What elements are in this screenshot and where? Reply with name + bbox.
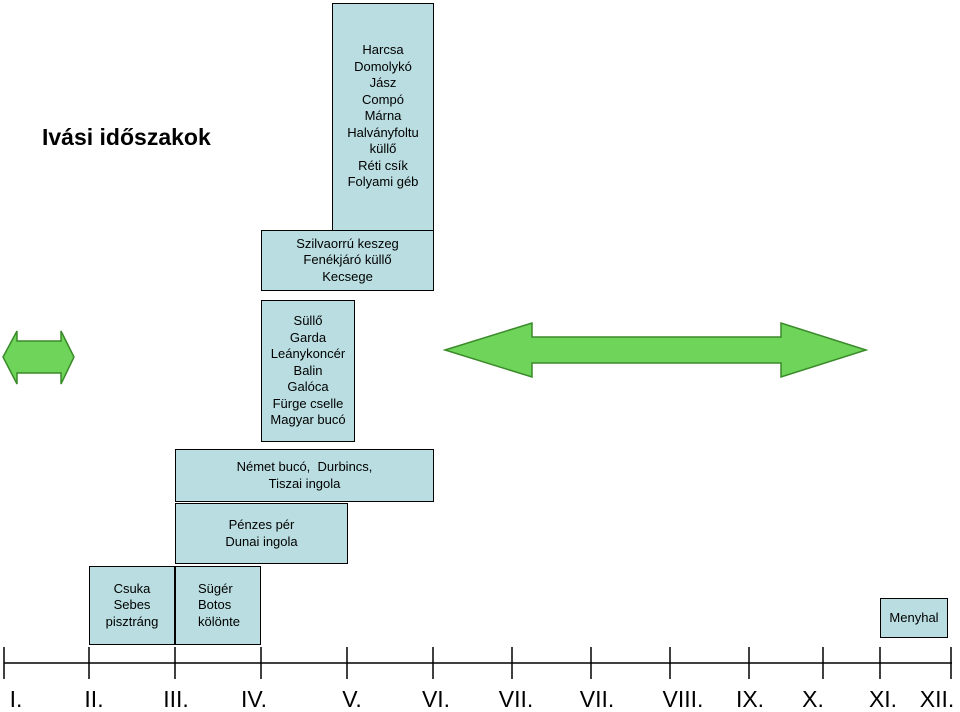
species-label: Süllő [293,313,323,329]
month-label-6: VI. [421,686,451,712]
species-label: Menyhal [889,609,939,625]
species-box-g6: Csuka Sebes pisztráng [89,566,175,645]
species-label: Compó [362,91,404,107]
species-label: Fenékjáró küllő [303,252,392,268]
species-label: Szilvaorrú keszeg [296,235,399,251]
species-label: Halványfoltu küllő [347,124,419,157]
species-label: Réti csík [358,157,408,173]
month-label-3: III. [163,686,189,712]
species-label: Német bucó, Durbincs, [236,459,373,474]
species-label: Sügér [198,580,233,596]
species-label: pisztráng [105,613,159,629]
double-arrow-right-icon [442,321,869,379]
species-label: Márna [364,108,402,123]
species-box-g1: Harcsa Domolykó Jász Compó Márna Halvány… [332,3,434,231]
species-box-g2: Szilvaorrú keszeg Fenékjáró küllő Kecseg… [261,230,434,291]
species-label: Jász [369,75,397,90]
species-label: Pénzes pér [228,517,295,532]
month-label-2: II. [84,686,104,712]
species-label: Garda [289,329,327,345]
month-label-9: VIII. [662,686,704,712]
species-label: Csuka [113,580,151,596]
species-box-g7: Sügér Botos kölönte [175,566,261,645]
species-label: Botos [198,597,232,613]
page-title: Ivási időszakok [42,124,211,150]
species-label: Sebes [113,597,151,613]
species-box-g4: Német bucó, Durbincs, Tiszai ingola [175,449,434,502]
month-label-5: V. [342,686,362,712]
species-box-g3: Süllő Garda Leánykoncér Balin Galóca Für… [261,300,355,442]
species-label: kölönte [198,613,240,629]
month-label-11: X. [802,686,824,712]
species-label: Galóca [287,379,329,395]
species-label: Kecsege [322,268,373,284]
species-box-g5: Pénzes pér Dunai ingola [175,503,348,564]
species-label: Domolykó [354,58,412,74]
species-label: Magyar bucó [270,412,346,428]
species-label: Tiszai ingola [268,475,341,491]
species-label: Balin [293,362,323,378]
month-label-13: XII. [919,686,955,712]
species-label: Leánykoncér [270,346,346,362]
month-label-10: IX. [735,686,765,712]
species-label: Dunai ingola [225,533,298,549]
month-label-4: IV. [240,686,268,712]
month-label-1: I. [9,686,23,712]
species-label: Fürge cselle [272,395,344,411]
month-label-8: VII. [579,686,615,712]
month-label-12: XI. [868,686,898,712]
timeline-ticks [3,647,952,679]
species-box-g8: Menyhal [880,598,948,638]
month-label-7: VII. [498,686,534,712]
species-label: Harcsa [362,42,404,57]
double-arrow-left-icon [2,330,75,385]
species-label: Folyami géb [347,174,419,189]
